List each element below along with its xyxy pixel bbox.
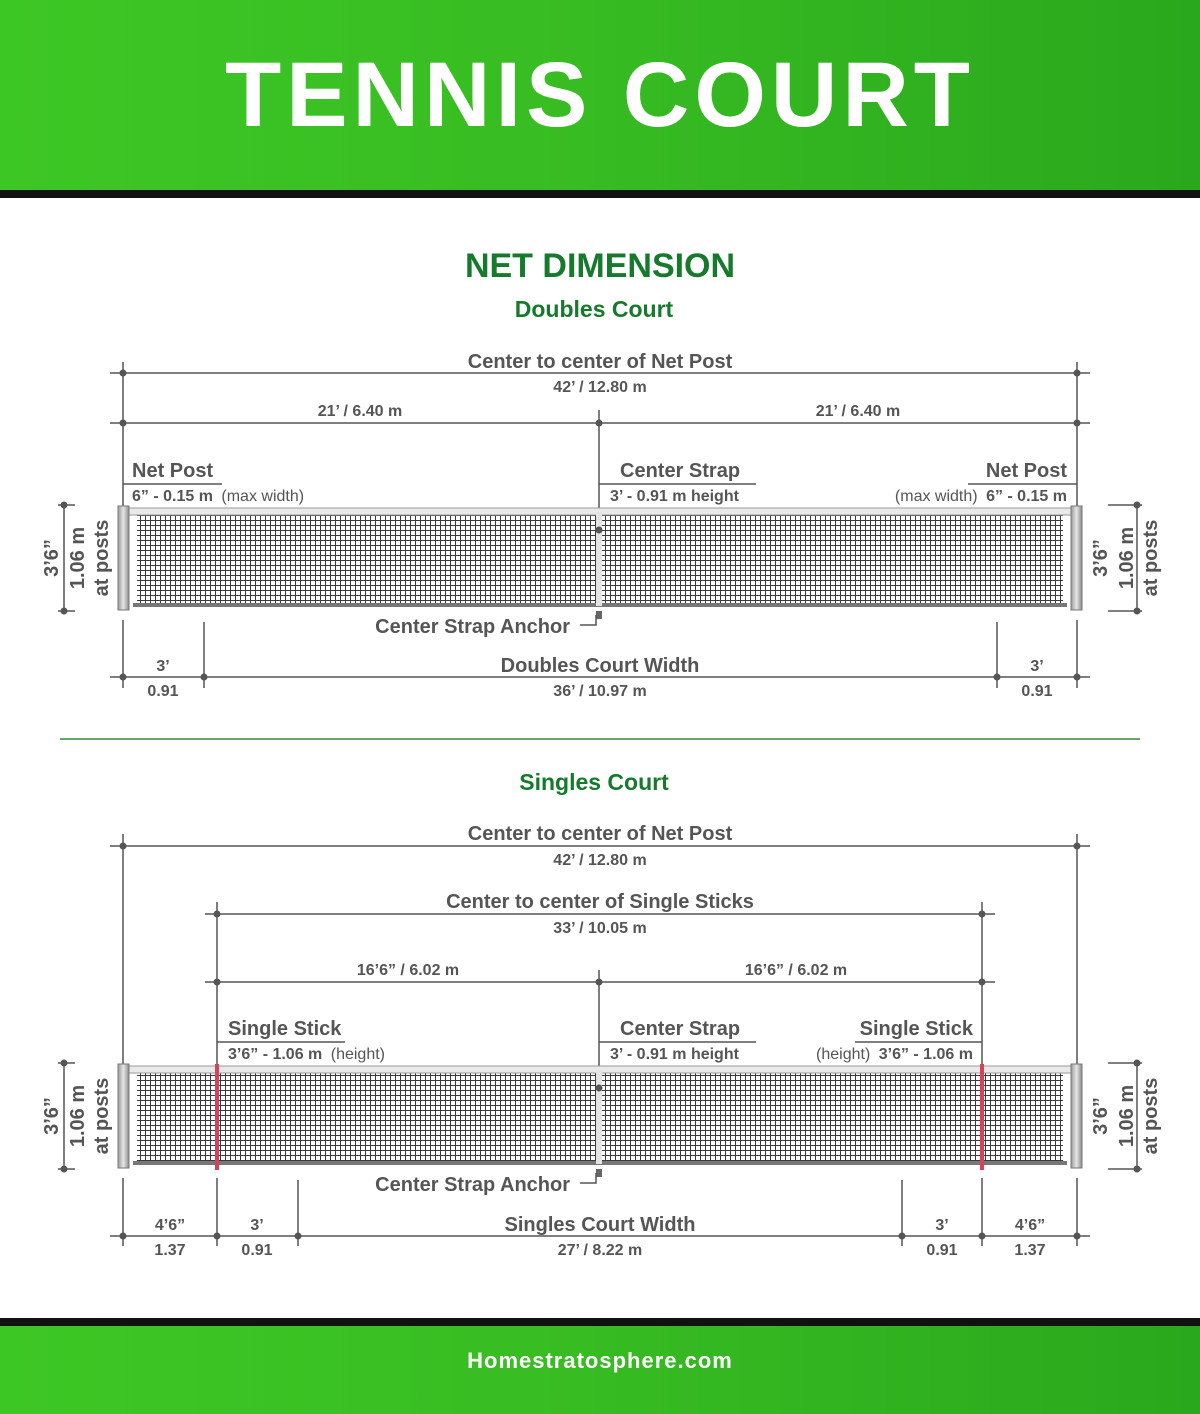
doubles-center-strap-name: Center Strap <box>620 460 740 482</box>
doubles-height-right: 3’6” 1.06 m at posts <box>1090 520 1162 597</box>
singles-height-left-metric: 1.06 m <box>67 1085 89 1147</box>
doubles-side-left-imperial: 3’ <box>156 658 169 675</box>
doubles-net-post-left-name: Net Post <box>132 460 213 482</box>
singles-height-left: 3’6” 1.06 m at posts <box>41 1078 113 1155</box>
doubles-center-strap <box>596 512 602 606</box>
doubles-net-post-left <box>117 505 130 611</box>
doubles-net-post-left-spec: 6” - 0.15 m (max width) <box>132 488 304 505</box>
doubles-net-post-right-name: Net Post <box>986 460 1067 482</box>
singles-height-left-note: at posts <box>91 1078 113 1155</box>
singles-height-right-note: at posts <box>1140 1078 1162 1155</box>
doubles-court-width-label: Doubles Court Width <box>501 655 700 677</box>
singles-center-strap-anchor <box>596 1169 602 1177</box>
doubles-height-left-imperial: 3’6” <box>41 539 63 577</box>
doubles-net-post-left-value: 6” - 0.15 m <box>132 488 213 505</box>
doubles-post-value: 42’ / 12.80 m <box>553 379 646 396</box>
doubles-height-right-note: at posts <box>1140 520 1162 597</box>
singles-court-width-value: 27’ / 8.22 m <box>558 1242 643 1259</box>
doubles-net-post-left-note: (max width) <box>221 488 304 505</box>
singles-post-label: Center to center of Net Post <box>468 823 733 845</box>
singles-outer-right-imperial: 4’6” <box>1015 1217 1045 1234</box>
page-title: TENNIS COURT <box>225 44 975 146</box>
section-title: NET DIMENSION <box>465 247 735 285</box>
doubles-center-strap-value: 3’ - 0.91 m height <box>610 488 740 505</box>
singles-center-strap-name: Center Strap <box>620 1018 740 1040</box>
doubles-diagram: Center to center of Net Post 42’ / 12.80… <box>41 351 1162 700</box>
doubles-half-left: 21’ / 6.40 m <box>318 403 403 420</box>
singles-post-value: 42’ / 12.80 m <box>553 852 646 869</box>
singles-half-left: 16’6” / 6.02 m <box>357 962 459 979</box>
doubles-height-left-note: at posts <box>91 520 113 597</box>
doubles-post-label: Center to center of Net Post <box>468 351 733 373</box>
singles-half-right: 16’6” / 6.02 m <box>745 962 847 979</box>
doubles-net-post-right-note: (max width) <box>895 488 978 505</box>
header-banner: TENNIS COURT <box>0 0 1200 198</box>
doubles-height-right-imperial: 3’6” <box>1090 539 1112 577</box>
singles-net-post-right <box>1070 1063 1083 1169</box>
doubles-net-post-right <box>1070 505 1083 611</box>
single-stick-left-name: Single Stick <box>228 1018 342 1040</box>
singles-inner-left-imperial: 3’ <box>250 1217 263 1234</box>
doubles-side-left-metric: 0.91 <box>147 683 178 700</box>
singles-inner-left-metric: 0.91 <box>241 1242 272 1259</box>
singles-inner-right-imperial: 3’ <box>935 1217 948 1234</box>
single-stick-right-name: Single Stick <box>860 1018 974 1040</box>
singles-title: Singles Court <box>519 769 669 795</box>
singles-height-left-imperial: 3’6” <box>41 1097 63 1135</box>
single-stick-left-value: 3’6” - 1.06 m <box>228 1046 322 1063</box>
doubles-half-right: 21’ / 6.40 m <box>816 403 901 420</box>
singles-height-right: 3’6” 1.06 m at posts <box>1090 1078 1162 1155</box>
singles-sticks-value: 33’ / 10.05 m <box>553 920 646 937</box>
footer-banner: Homestratosphere.com <box>0 1318 1200 1414</box>
singles-diagram: Center to center of Net Post 42’ / 12.80… <box>41 823 1162 1259</box>
singles-height-right-imperial: 3’6” <box>1090 1097 1112 1135</box>
single-stick-left <box>215 1064 219 1170</box>
doubles-net-post-right-spec: (max width) 6” - 0.15 m <box>895 488 1067 505</box>
single-stick-left-note: (height) <box>331 1046 385 1063</box>
singles-court-width-label: Singles Court Width <box>505 1214 696 1236</box>
singles-outer-left-metric: 1.37 <box>154 1242 185 1259</box>
single-stick-left-spec: 3’6” - 1.06 m (height) <box>228 1046 385 1063</box>
singles-anchor-label: Center Strap Anchor <box>375 1174 570 1196</box>
single-stick-right-value: 3’6” - 1.06 m <box>879 1046 973 1063</box>
single-stick-right-spec: (height) 3’6” - 1.06 m <box>816 1046 973 1063</box>
single-stick-right-note: (height) <box>816 1046 870 1063</box>
doubles-side-right-metric: 0.91 <box>1021 683 1052 700</box>
doubles-net-post-right-value: 6” - 0.15 m <box>986 488 1067 505</box>
singles-sticks-label: Center to center of Single Sticks <box>446 891 754 913</box>
singles-net-post-left <box>117 1063 130 1169</box>
doubles-height-right-metric: 1.06 m <box>1116 527 1138 589</box>
singles-height-right-metric: 1.06 m <box>1116 1085 1138 1147</box>
doubles-height-left-metric: 1.06 m <box>67 527 89 589</box>
singles-inner-right-metric: 0.91 <box>926 1242 957 1259</box>
doubles-height-left: 3’6” 1.06 m at posts <box>41 520 113 597</box>
singles-center-strap-value: 3’ - 0.91 m height <box>610 1046 740 1063</box>
doubles-anchor-label: Center Strap Anchor <box>375 616 570 638</box>
footer-credit: Homestratosphere.com <box>467 1348 733 1373</box>
doubles-side-right-imperial: 3’ <box>1030 658 1043 675</box>
single-stick-right <box>980 1064 984 1170</box>
singles-center-strap <box>596 1070 602 1164</box>
doubles-title: Doubles Court <box>515 296 674 322</box>
doubles-court-width-value: 36’ / 10.97 m <box>553 683 646 700</box>
singles-outer-right-metric: 1.37 <box>1014 1242 1045 1259</box>
singles-outer-left-imperial: 4’6” <box>155 1217 185 1234</box>
doubles-center-strap-anchor <box>596 611 602 619</box>
